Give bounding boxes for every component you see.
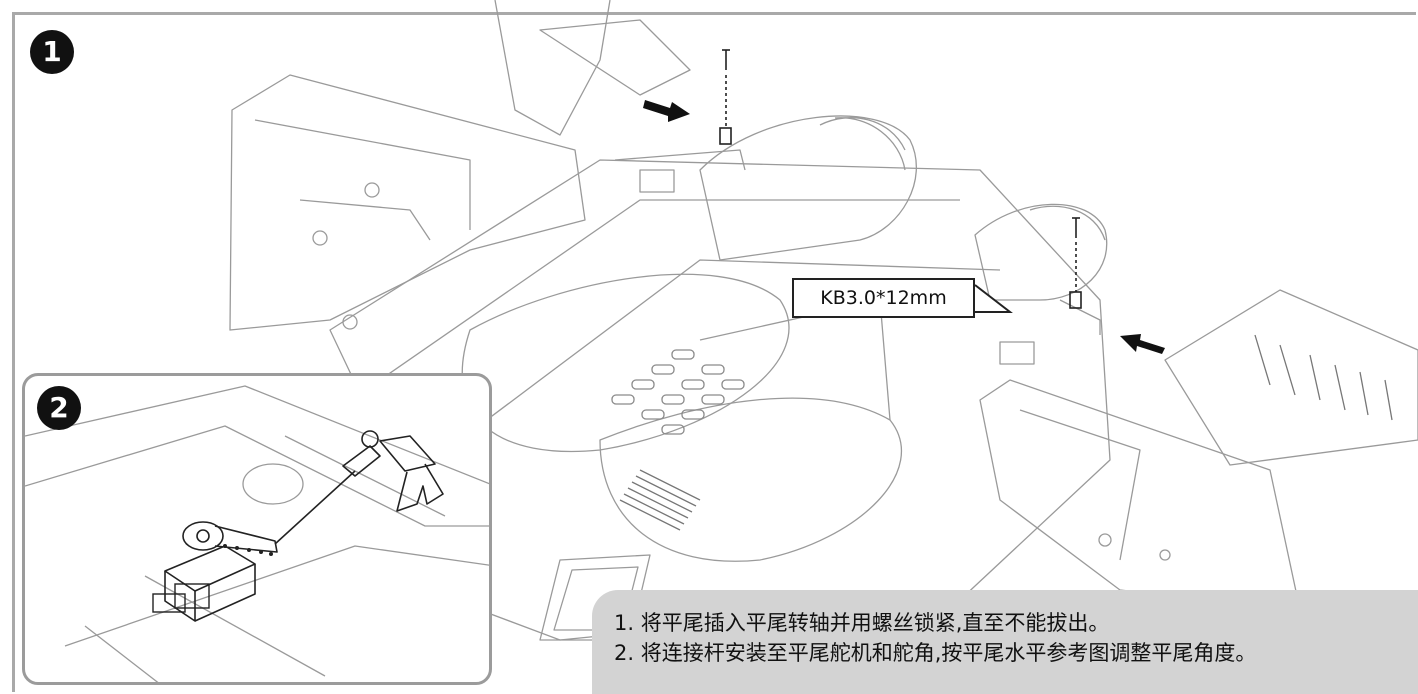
step-2-inset: 2: [22, 373, 492, 685]
page-frame: [12, 12, 1416, 692]
step-1-badge: 1: [30, 30, 74, 74]
instruction-step-1: 1. 将平尾插入平尾转轴并用螺丝锁紧,直至不能拔出。: [614, 611, 1110, 635]
instruction-step-2: 2. 将连接杆安装至平尾舵机和舵角,按平尾水平参考图调整平尾角度。: [614, 641, 1257, 665]
instruction-panel: 1. 将平尾插入平尾转轴并用螺丝锁紧,直至不能拔出。 2. 将连接杆安装至平尾舵…: [592, 590, 1418, 694]
pushrod-linkage-illustration: [25, 385, 489, 682]
step-2-badge: 2: [37, 386, 81, 430]
screw-size-callout: KB3.0*12mm: [792, 278, 975, 318]
